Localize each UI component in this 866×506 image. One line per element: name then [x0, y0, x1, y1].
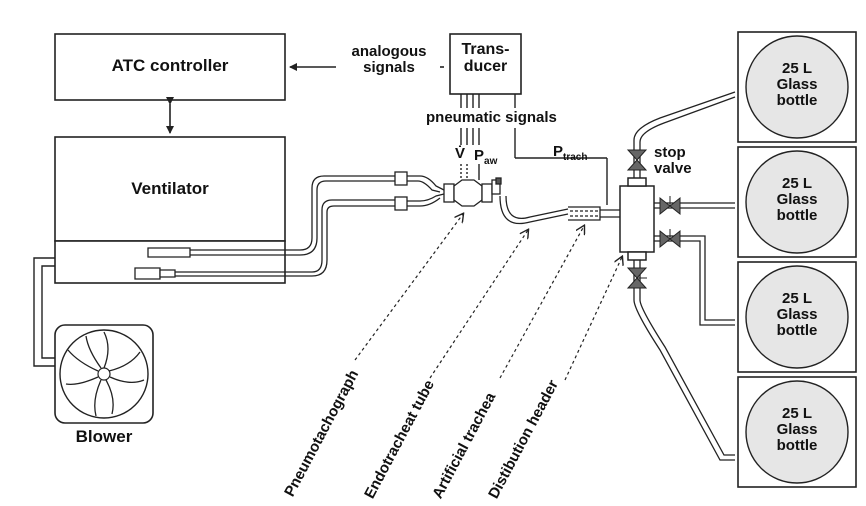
bottle-1-line3: bottle: [776, 91, 818, 109]
artificial-trachea: [568, 206, 620, 221]
bottle-2-volume: 25 L: [781, 175, 812, 192]
transducer-label: Trans- ducer: [450, 41, 521, 76]
bottle-3-line3: bottle: [776, 321, 818, 339]
transducer-label-line1: Trans-: [461, 41, 510, 58]
endotracheal-tube: [499, 195, 569, 225]
analogous-line1: analogous: [351, 43, 427, 60]
pneumatic-signal-lines: [460, 94, 608, 205]
bottle-1-volume: 25 L: [781, 60, 812, 77]
p-aw-sub: aw: [484, 156, 498, 167]
stop-valve-line2: valve: [654, 159, 692, 177]
distribution-header: [619, 177, 655, 261]
bottle-1-line2: Glass: [776, 75, 818, 93]
p-trach-label: Ptrach: [553, 144, 587, 164]
glass-bottle-2: [737, 146, 857, 258]
stop-valve-label: stop valve: [654, 145, 692, 177]
bottle-2-line3: bottle: [776, 206, 818, 224]
p-trach-sub: trach: [563, 152, 588, 163]
bottle-2-line2: Glass: [776, 190, 818, 208]
glass-bottle-3: [737, 261, 857, 373]
bottle-3-line2: Glass: [776, 305, 818, 323]
analogous-line2: signals: [363, 58, 415, 76]
bottle-4-volume: 25 L: [781, 405, 812, 422]
blower-tube-inner: [41, 265, 55, 359]
blower-tube: [33, 257, 55, 367]
p-aw-main: P: [474, 147, 485, 164]
bottle-2-label: 25 L Glass bottle: [752, 176, 842, 223]
bottle-4-line2: Glass: [776, 420, 818, 438]
atc-controller-box: [54, 33, 286, 101]
pneumotachograph-device: [443, 177, 502, 207]
pneumatic-signals-label: pneumatic signals: [424, 109, 559, 126]
ventilator-box: [54, 136, 286, 242]
bottle-1-label: 25 L Glass bottle: [752, 61, 842, 108]
bottle-3-label: 25 L Glass bottle: [752, 291, 842, 338]
bottle-4-label: 25 L Glass bottle: [752, 406, 842, 453]
blower-label: Blower: [75, 427, 133, 446]
analogous-signals-label: analogous signals: [333, 44, 445, 76]
ventilator-tubing: [134, 171, 445, 280]
pointer-arrows: [354, 214, 622, 381]
bottle-3-volume: 25 L: [781, 290, 812, 307]
glass-bottle-4: [737, 376, 857, 488]
blower-unit: [54, 324, 154, 424]
glass-bottle-1: [737, 31, 857, 143]
stop-valve-line1: stop: [654, 144, 686, 161]
ventilator-label: Ventilator: [131, 179, 209, 198]
p-trach-main: P: [553, 143, 564, 160]
bottle-4-line3: bottle: [776, 436, 818, 454]
stop-valves: [626, 149, 681, 289]
transducer-label-line2: ducer: [463, 57, 508, 75]
transducer-box: [449, 33, 522, 95]
v-dot-label: V̇: [455, 145, 466, 162]
atc-controller-label: ATC controller: [111, 56, 229, 75]
p-aw-label: Paw: [474, 148, 497, 168]
